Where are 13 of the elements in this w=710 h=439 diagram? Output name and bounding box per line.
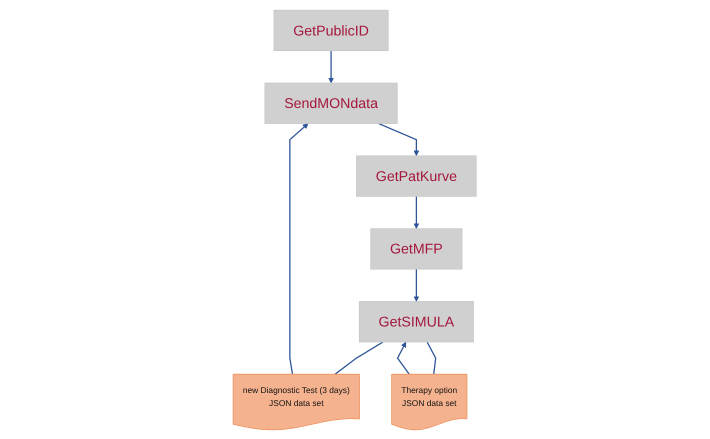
node-box: GetPatKurve [356, 154, 477, 196]
node-box: GetPublicID [274, 9, 389, 51]
arrow [328, 50, 334, 83]
arrow [414, 196, 420, 228]
arrow [378, 122, 420, 156]
node-box: SendMONdata [264, 82, 398, 124]
arrow [397, 341, 410, 374]
arrow [414, 268, 420, 302]
node-box: GetMFP [370, 228, 463, 270]
node-box: GetSIMULA [359, 300, 474, 342]
connector [334, 340, 384, 375]
arrow [289, 122, 309, 374]
connector [426, 341, 437, 374]
